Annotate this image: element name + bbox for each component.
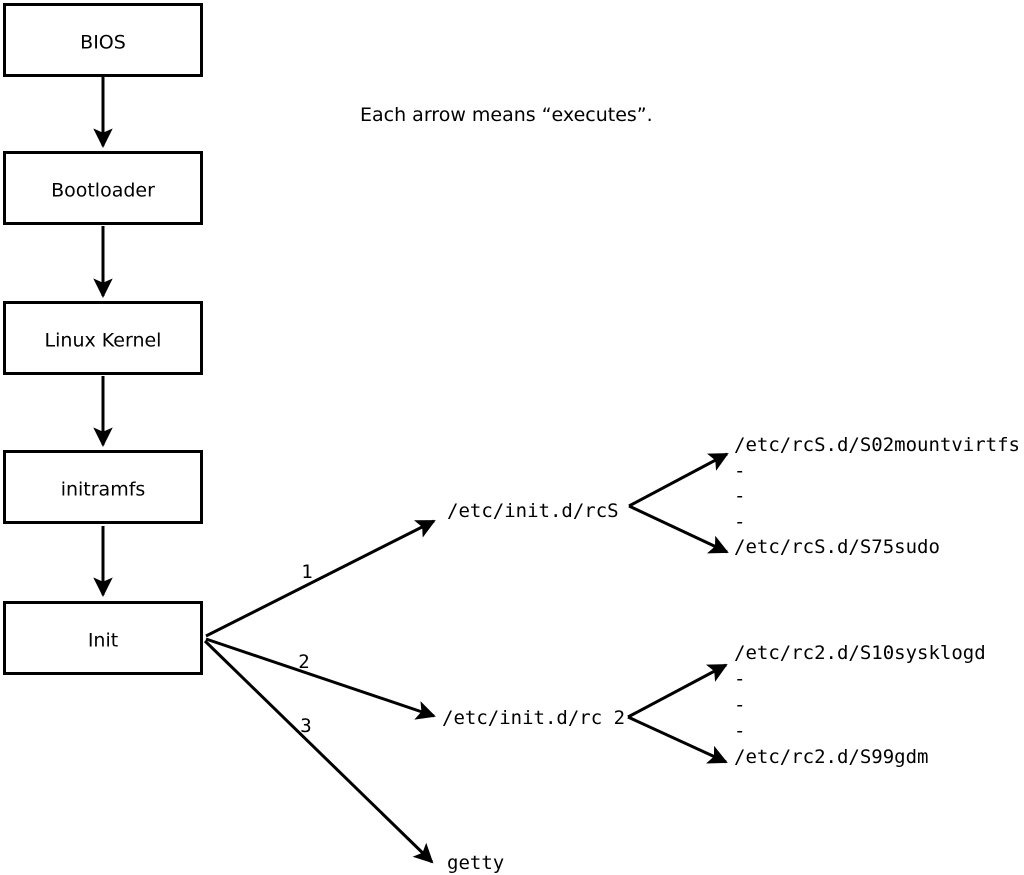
rcs-ellipsis-dash-2: - (734, 485, 745, 507)
branch-2-number: 2 (298, 651, 309, 673)
arrow-rc2-to-last (627, 715, 728, 764)
arrow-rc2-to-first (627, 663, 728, 719)
bios-label: BIOS (80, 32, 126, 54)
rcs-last-script-label: /etc/rcS.d/S75sudo (734, 536, 940, 558)
legend-text: Each arrow means “executes”. (360, 104, 653, 126)
linux-kernel-node: Linux Kernel (3, 301, 203, 375)
bootloader-label: Bootloader (51, 180, 155, 202)
branch-1-number: 1 (301, 561, 312, 583)
linux-kernel-label: Linux Kernel (45, 330, 162, 352)
init-node: Init (3, 601, 203, 675)
arrow-init-to-getty (203, 639, 434, 864)
branch-3-number: 3 (300, 715, 311, 737)
bootloader-node: Bootloader (3, 151, 203, 225)
arrow-rcs-to-last (628, 504, 729, 554)
arrow-rcs-to-first (628, 452, 729, 508)
initramfs-label: initramfs (61, 479, 146, 501)
linux-kernel-box (3, 301, 203, 375)
rcs-script-label: /etc/init.d/rcS (447, 500, 619, 522)
arrow-init-to-rcs (205, 519, 436, 638)
rcs-ellipsis-dash-3: - (734, 511, 745, 533)
rc2-script-label: /etc/init.d/rc 2 (442, 707, 625, 729)
init-box (3, 601, 203, 675)
rc2-ellipsis-dash-2: - (734, 694, 745, 716)
bootloader-box (3, 151, 203, 225)
initramfs-box (3, 450, 203, 524)
rcs-ellipsis-dash-1: - (734, 460, 745, 482)
rc2-ellipsis-dash-3: - (734, 720, 745, 742)
rc2-ellipsis-dash-1: - (734, 668, 745, 690)
init-label: Init (88, 630, 118, 652)
arrow-init-to-rc2 (205, 637, 436, 720)
rcs-first-script-label: /etc/rcS.d/S02mountvirtfs (734, 434, 1020, 456)
bios-box (3, 3, 203, 77)
rc2-first-script-label: /etc/rc2.d/S10sysklogd (734, 642, 986, 664)
bios-node: BIOS (3, 3, 203, 77)
getty-label: getty (447, 852, 504, 874)
rc2-last-script-label: /etc/rc2.d/S99gdm (734, 746, 928, 768)
initramfs-node: initramfs (3, 450, 203, 524)
